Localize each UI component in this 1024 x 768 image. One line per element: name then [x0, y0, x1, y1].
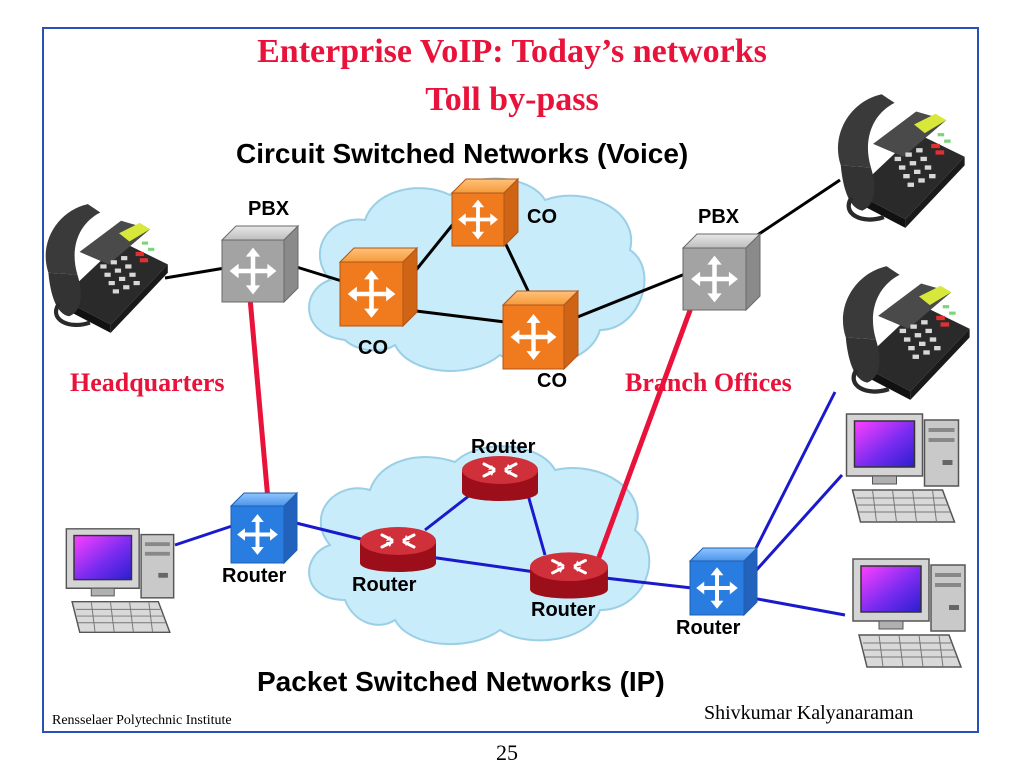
router-label: Router — [222, 565, 287, 587]
co-switch-icon — [501, 289, 580, 371]
core-router-icon — [460, 454, 540, 503]
slide-title-line2: Toll by-pass — [425, 81, 599, 118]
co-label: CO — [537, 370, 567, 392]
edge-router-icon — [229, 491, 299, 565]
slide-frame — [42, 27, 979, 733]
core-router-icon — [358, 525, 438, 574]
computer-icon — [65, 528, 175, 634]
headquarters-label: Headquarters — [70, 368, 225, 397]
footer-author: Shivkumar Kalyanaraman — [704, 702, 914, 724]
router-label: Router — [531, 599, 596, 621]
router-label: Router — [471, 436, 536, 458]
footer-institution: Rensselaer Polytechnic Institute — [52, 713, 232, 728]
co-label: CO — [527, 206, 557, 228]
pbx-switch-icon — [681, 232, 762, 312]
page-number: 25 — [496, 740, 518, 765]
edge-router-icon — [688, 546, 759, 617]
pbx-label: PBX — [698, 206, 740, 228]
co-label: CO — [358, 337, 388, 359]
computer-icon — [845, 413, 960, 523]
slide-title-line1: Enterprise VoIP: Today’s networks — [257, 33, 767, 70]
ip-links — [174, 391, 846, 617]
trunk-links — [247, 297, 695, 561]
pbx-label: PBX — [248, 198, 290, 220]
branch-offices-label: Branch Offices — [625, 368, 792, 397]
co-switch-icon — [450, 177, 520, 248]
core-router-icon — [528, 550, 610, 601]
co-switch-icon — [338, 246, 419, 328]
pbx-switch-icon — [220, 224, 300, 304]
phone-icon — [843, 266, 970, 400]
router-label: Router — [676, 617, 741, 639]
phone-icon — [46, 204, 168, 333]
router-label: Router — [352, 574, 417, 596]
computer-icon — [852, 558, 966, 668]
packet-heading: Packet Switched Networks (IP) — [257, 666, 665, 697]
circuit-heading: Circuit Switched Networks (Voice) — [236, 138, 689, 169]
